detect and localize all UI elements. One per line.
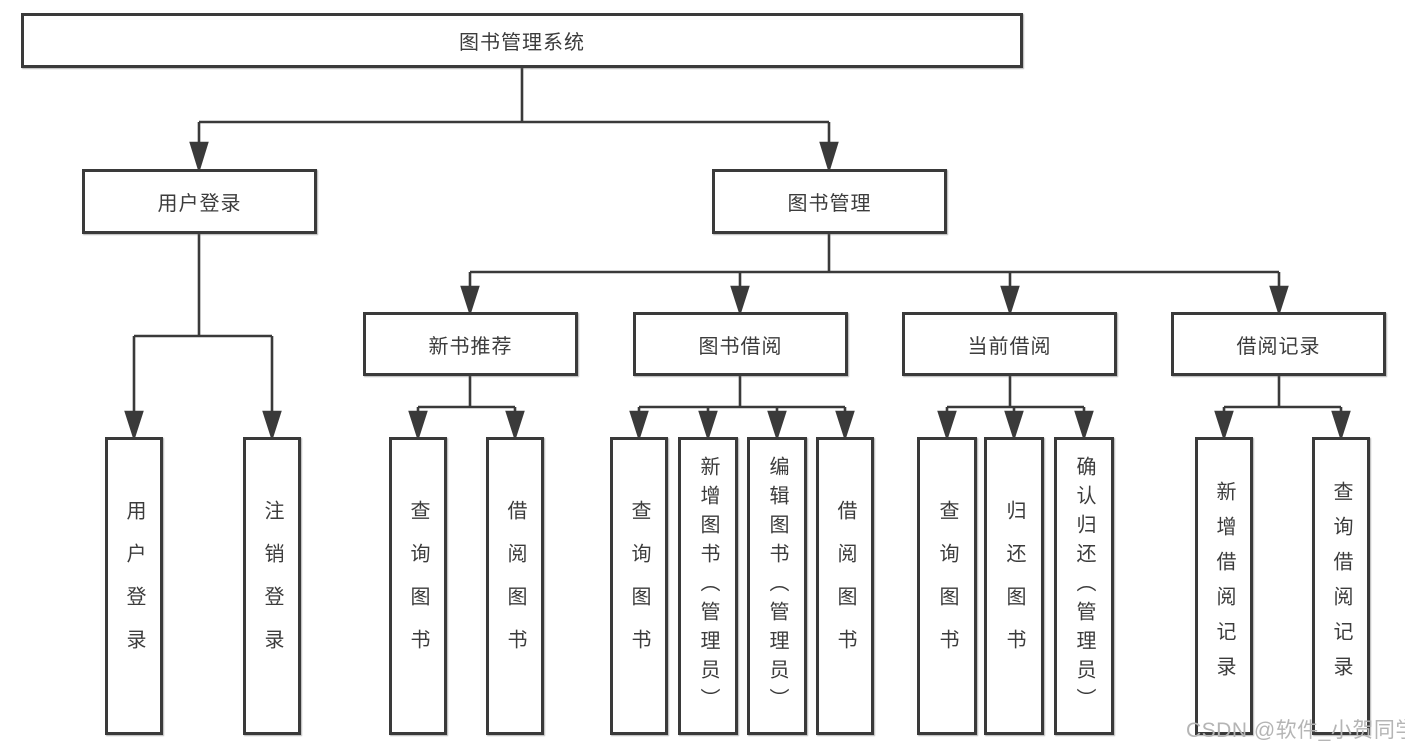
- connector-borrow-record-to-leaves: [1214, 376, 1351, 442]
- node-new-book-recommend-label: 新书推荐: [428, 335, 513, 358]
- connector-line: [945, 376, 1086, 414]
- leaf-bb-edit-book-admin: 编辑图书（管理员）: [747, 437, 807, 735]
- connector-user-login-to-leaves: [124, 234, 282, 442]
- connector-line: [1222, 376, 1343, 414]
- leaf-bb-borrow-book: 借阅图书: [816, 437, 874, 735]
- node-user-login: 用户登录: [82, 169, 317, 234]
- connector-line: [416, 376, 517, 414]
- leaf-bb-add-book-admin: 新增图书（管理员）: [678, 437, 738, 735]
- leaf-rec-query-book-label: 查询图书: [407, 500, 429, 672]
- arrowhead: [189, 141, 209, 174]
- connector-line: [132, 234, 274, 413]
- leaf-user-login: 用户登录: [105, 437, 163, 735]
- node-borrow-record-label: 借阅记录: [1236, 335, 1321, 358]
- leaf-cb-query-book-label: 查询图书: [936, 500, 958, 672]
- node-root-system-label: 图书管理系统: [459, 32, 585, 54]
- leaf-cb-return-book-label: 归还图书: [1003, 500, 1025, 672]
- leaf-br-query-record: 查询借阅记录: [1312, 437, 1370, 735]
- node-borrow-record: 借阅记录: [1171, 312, 1386, 376]
- arrowhead: [937, 410, 957, 442]
- node-current-borrow: 当前借阅: [902, 312, 1117, 376]
- connector-book-mgmt-to-level3: [460, 234, 1289, 317]
- leaf-br-add-record-label: 新增借阅记录: [1213, 481, 1235, 691]
- node-root-system: 图书管理系统: [21, 13, 1023, 68]
- arrowhead: [262, 410, 282, 442]
- leaf-cb-return-book: 归还图书: [984, 437, 1044, 735]
- arrowhead: [460, 285, 480, 317]
- connector-root-to-level2: [189, 68, 839, 174]
- arrowhead: [1004, 410, 1024, 442]
- node-current-borrow-label: 当前借阅: [967, 335, 1052, 358]
- leaf-cb-confirm-return-admin-label: 确认归还（管理员）: [1073, 455, 1095, 717]
- arrowhead: [1000, 285, 1020, 317]
- node-book-management-label: 图书管理: [787, 193, 872, 215]
- leaf-bb-edit-book-admin-label: 编辑图书（管理员）: [766, 455, 788, 717]
- arrowhead: [629, 410, 649, 442]
- leaf-rec-borrow-book: 借阅图书: [486, 437, 544, 735]
- arrowhead: [124, 410, 144, 442]
- leaf-br-add-record: 新增借阅记录: [1195, 437, 1253, 735]
- leaf-rec-borrow-book-label: 借阅图书: [504, 500, 526, 672]
- csdn-watermark: CSDN @软件_小贺同学: [1186, 719, 1405, 742]
- arrowhead: [1214, 410, 1234, 442]
- arrowhead: [1331, 410, 1351, 442]
- connector-line: [197, 68, 831, 144]
- arrowhead: [1269, 285, 1289, 317]
- arrowhead: [835, 410, 855, 442]
- connector-line: [637, 376, 847, 414]
- node-user-login-label: 用户登录: [157, 193, 242, 215]
- leaf-rec-query-book: 查询图书: [389, 437, 447, 735]
- leaf-bb-borrow-book-label: 借阅图书: [834, 500, 856, 672]
- arrowhead: [505, 410, 525, 442]
- node-book-borrow-label: 图书借阅: [698, 335, 783, 358]
- arrowhead: [1074, 410, 1094, 442]
- connector-current-borrow-to-leaves: [937, 376, 1094, 442]
- leaf-br-query-record-label: 查询借阅记录: [1330, 481, 1352, 691]
- leaf-bb-query-book: 查询图书: [610, 437, 668, 735]
- node-book-management: 图书管理: [712, 169, 947, 234]
- leaf-bb-query-book-label: 查询图书: [628, 500, 650, 672]
- connector-line: [468, 234, 1281, 289]
- arrowhead: [819, 141, 839, 174]
- connector-book-borrow-to-leaves: [629, 376, 855, 442]
- leaf-user-login-label: 用户登录: [123, 500, 145, 672]
- node-new-book-recommend: 新书推荐: [363, 312, 578, 376]
- connector-new-book-rec-to-leaves: [408, 376, 525, 442]
- arrowhead: [730, 285, 750, 317]
- arrowhead: [408, 410, 428, 442]
- leaf-bb-add-book-admin-label: 新增图书（管理员）: [697, 455, 719, 717]
- leaf-logout-label: 注销登录: [261, 500, 283, 672]
- arrowhead: [698, 410, 718, 442]
- leaf-cb-confirm-return-admin: 确认归还（管理员）: [1054, 437, 1114, 735]
- node-book-borrow: 图书借阅: [633, 312, 848, 376]
- arrowhead: [767, 410, 787, 442]
- leaf-cb-query-book: 查询图书: [917, 437, 977, 735]
- leaf-logout: 注销登录: [243, 437, 301, 735]
